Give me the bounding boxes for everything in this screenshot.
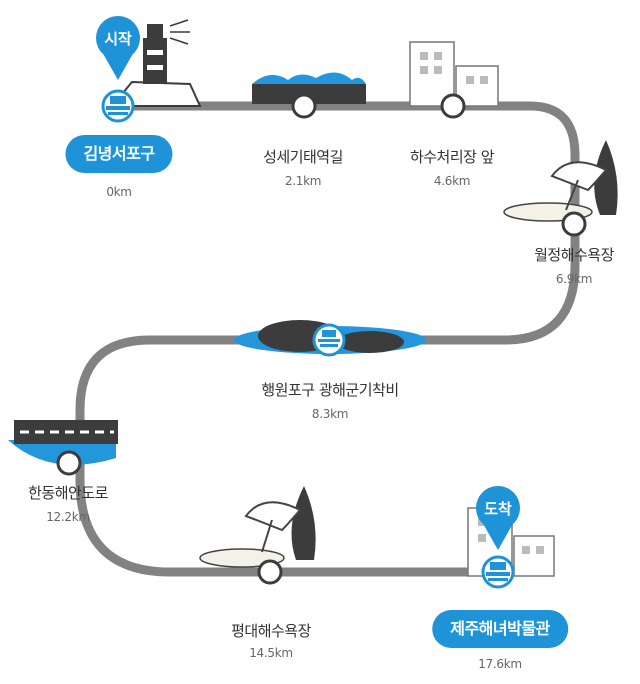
- buildings-icon: [409, 41, 499, 107]
- route-line: [75, 101, 580, 577]
- coastal-road-icon: [8, 420, 118, 465]
- stop-name: 행원포구 광해군기착비: [261, 381, 399, 399]
- beach-umbrella-icon: [503, 140, 618, 222]
- end-marker-label: 도착: [484, 500, 512, 518]
- rocks-icon: [234, 320, 426, 357]
- stop-name: 성세기태역길: [263, 148, 343, 166]
- stop-distance: 8.3km: [311, 407, 349, 421]
- stop-name: 평대해수욕장: [231, 622, 311, 640]
- wave-icon: [252, 72, 366, 104]
- stop-name: 한동해안도로: [28, 484, 108, 502]
- stop-distance: 14.5km: [249, 646, 293, 660]
- stop-node: [56, 93, 587, 585]
- stop-distance: 6.9km: [555, 272, 593, 286]
- stop-name: 월정해수욕장: [534, 246, 614, 264]
- stop-distance: 12.2km: [46, 510, 90, 524]
- stop-distance: 17.6km: [478, 657, 522, 671]
- start-marker-label: 시작: [104, 30, 132, 48]
- stop-distance: 2.1km: [284, 174, 322, 188]
- harbor-icon: [101, 89, 135, 123]
- end-pin-icon: [476, 486, 520, 550]
- end-harbor-icon: [481, 555, 515, 589]
- beach-umbrella-icon: [199, 486, 316, 568]
- stop-name-start: 김녕서포구: [65, 135, 173, 173]
- stop-distance: 0km: [106, 185, 132, 199]
- lighthouse-icon: [109, 19, 202, 107]
- stop-distance: 4.6km: [433, 174, 471, 188]
- stop-name-end: 제주해녀박물관: [432, 610, 568, 648]
- stop-name: 하수처리장 앞: [409, 148, 495, 166]
- start-pin-icon: [96, 16, 140, 80]
